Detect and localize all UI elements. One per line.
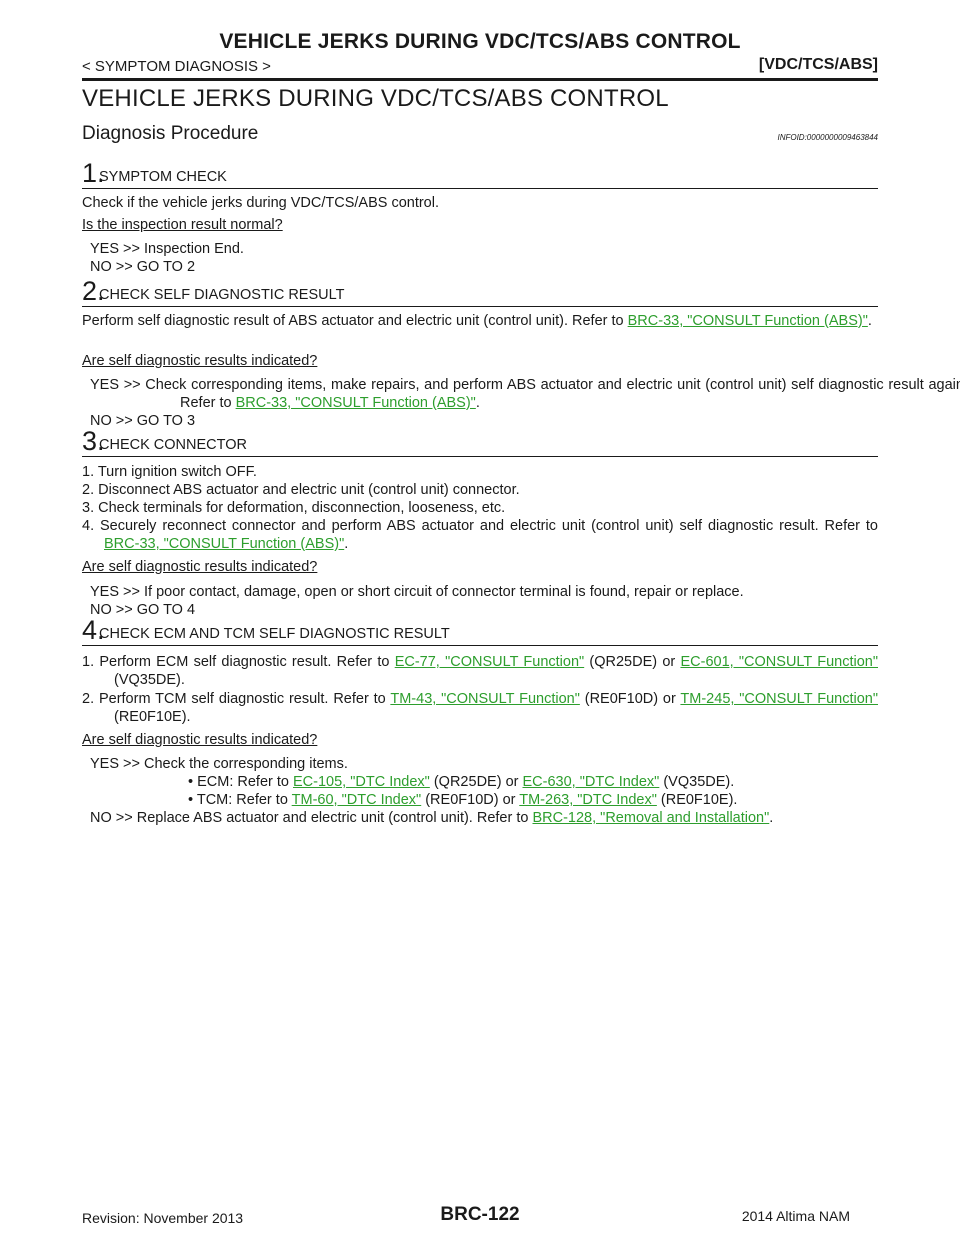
step-label: CHECK ECM AND TCM SELF DIAGNOSTIC RESULT <box>99 626 450 642</box>
step-1-body: Check if the vehicle jerks during VDC/TC… <box>82 195 439 211</box>
ecm-text: • ECM: Refer to <box>188 774 293 790</box>
tcm-text: • TCM: Refer to <box>188 792 292 808</box>
step-2-question: Are self diagnostic results indicated? <box>82 353 318 369</box>
step-2-no: NO >> GO TO 3 <box>90 413 196 429</box>
step-1-question: Is the inspection result normal? <box>82 217 283 233</box>
step-2-yes-text: YES >> Check corresponding items, make r… <box>90 377 960 411</box>
step-3-item-4-text: 4. Securely reconnect connector and perf… <box>82 518 878 534</box>
step-4-item-2-mid: (RE0F10D) or <box>579 691 681 707</box>
header-title: VEHICLE JERKS DURING VDC/TCS/ABS CONTROL <box>219 30 741 53</box>
link-brc-128[interactable]: BRC-128, "Removal and Installation" <box>532 810 770 826</box>
step-2-yes: YES >> Check corresponding items, make r… <box>90 376 960 412</box>
ecm-end: (VQ35DE). <box>659 774 735 790</box>
step-4-item-1-text: 1. Perform ECM self diagnostic result. R… <box>82 654 395 670</box>
step-4-item-2-text: 2. Perform TCM self diagnostic result. R… <box>82 691 391 707</box>
link-brc-33[interactable]: BRC-33, "CONSULT Function (ABS)" <box>235 395 476 411</box>
step-label: CHECK CONNECTOR <box>99 437 247 453</box>
link-tm-43[interactable]: TM-43, "CONSULT Function" <box>390 691 580 707</box>
link-tm-245[interactable]: TM-245, "CONSULT Function" <box>680 691 878 707</box>
header-section: < SYMPTOM DIAGNOSIS > <box>82 58 271 75</box>
ecm-mid: (QR25DE) or <box>429 774 523 790</box>
step-4-no: NO >> Replace ABS actuator and electric … <box>90 809 960 827</box>
link-tm-263[interactable]: TM-263, "DTC Index" <box>519 792 657 808</box>
step-4-no-text: NO >> Replace ABS actuator and electric … <box>90 810 533 826</box>
link-brc-33[interactable]: BRC-33, "CONSULT Function (ABS)" <box>104 536 345 552</box>
step-2-body: Perform self diagnostic result of ABS ac… <box>82 312 878 330</box>
step-1-no: NO >> GO TO 2 <box>90 259 196 275</box>
step-3-question: Are self diagnostic results indicated? <box>82 559 318 575</box>
step-4-item-1-end: (VQ35DE). <box>114 672 185 688</box>
header-system: [VDC/TCS/ABS] <box>758 56 878 73</box>
step-4-item-2-end: (RE0F10E). <box>114 709 191 725</box>
footer-revision: Revision: November 2013 <box>82 1210 244 1226</box>
info-id: INFOID:0000000009463844 <box>777 133 878 142</box>
step-number: 1. <box>82 158 105 188</box>
link-ec-601[interactable]: EC-601, "CONSULT Function" <box>680 654 878 670</box>
link-tm-60[interactable]: TM-60, "DTC Index" <box>291 792 422 808</box>
step-4-item-1: 1. Perform ECM self diagnostic result. R… <box>82 653 878 689</box>
procedure-title: Diagnosis Procedure <box>82 123 259 144</box>
step-2-yes-end: . <box>475 395 480 411</box>
step-number: 3. <box>82 426 105 456</box>
tcm-end: (RE0F10E). <box>656 792 738 808</box>
step-3-item-2: 2. Disconnect ABS actuator and electric … <box>82 482 520 498</box>
step-number: 4. <box>82 615 105 645</box>
step-3-item-4: 4. Securely reconnect connector and perf… <box>82 517 878 553</box>
step-3-item-3: 3. Check terminals for deformation, disc… <box>82 500 506 516</box>
page-title: VEHICLE JERKS DURING VDC/TCS/ABS CONTROL <box>82 85 669 112</box>
step-number: 2. <box>82 276 105 306</box>
step-4-item-1-mid: (QR25DE) or <box>584 654 681 670</box>
step-4-question: Are self diagnostic results indicated? <box>82 732 318 748</box>
step-4-no-end: . <box>769 810 774 826</box>
step-2-body-text: Perform self diagnostic result of ABS ac… <box>82 313 628 329</box>
step-3-heading: 3. CHECK CONNECTOR <box>82 424 878 457</box>
step-4-yes: YES >> Check the corresponding items. <box>90 756 348 772</box>
step-3-no: NO >> GO TO 4 <box>90 602 196 618</box>
step-4-yes-ecm: • ECM: Refer to EC-105, "DTC Index" (QR2… <box>188 773 734 791</box>
step-3-item-4-end: . <box>344 536 349 552</box>
step-3-yes: YES >> If poor contact, damage, open or … <box>90 584 744 600</box>
step-1-heading: 1. SYMPTOM CHECK <box>82 156 878 189</box>
step-3-item-1: 1. Turn ignition switch OFF. <box>82 464 257 480</box>
step-4-heading: 4. CHECK ECM AND TCM SELF DIAGNOSTIC RES… <box>82 613 878 646</box>
step-4-item-2: 2. Perform TCM self diagnostic result. R… <box>82 690 878 726</box>
step-label: CHECK SELF DIAGNOSTIC RESULT <box>99 287 345 303</box>
step-2-body-end: . <box>867 313 872 329</box>
footer-page-number: BRC-122 <box>440 1204 520 1225</box>
step-label: SYMPTOM CHECK <box>99 169 227 185</box>
link-ec-630[interactable]: EC-630, "DTC Index" <box>522 774 660 790</box>
link-brc-33[interactable]: BRC-33, "CONSULT Function (ABS)" <box>627 313 868 329</box>
link-ec-77[interactable]: EC-77, "CONSULT Function" <box>394 654 585 670</box>
tcm-mid: (RE0F10D) or <box>421 792 520 808</box>
step-2-heading: 2. CHECK SELF DIAGNOSTIC RESULT <box>82 274 878 307</box>
step-4-yes-tcm: • TCM: Refer to TM-60, "DTC Index" (RE0F… <box>188 791 737 809</box>
header-rule <box>82 78 878 81</box>
footer-model: 2014 Altima NAM <box>741 1208 850 1224</box>
link-ec-105[interactable]: EC-105, "DTC Index" <box>293 774 430 790</box>
step-1-yes: YES >> Inspection End. <box>90 241 244 257</box>
